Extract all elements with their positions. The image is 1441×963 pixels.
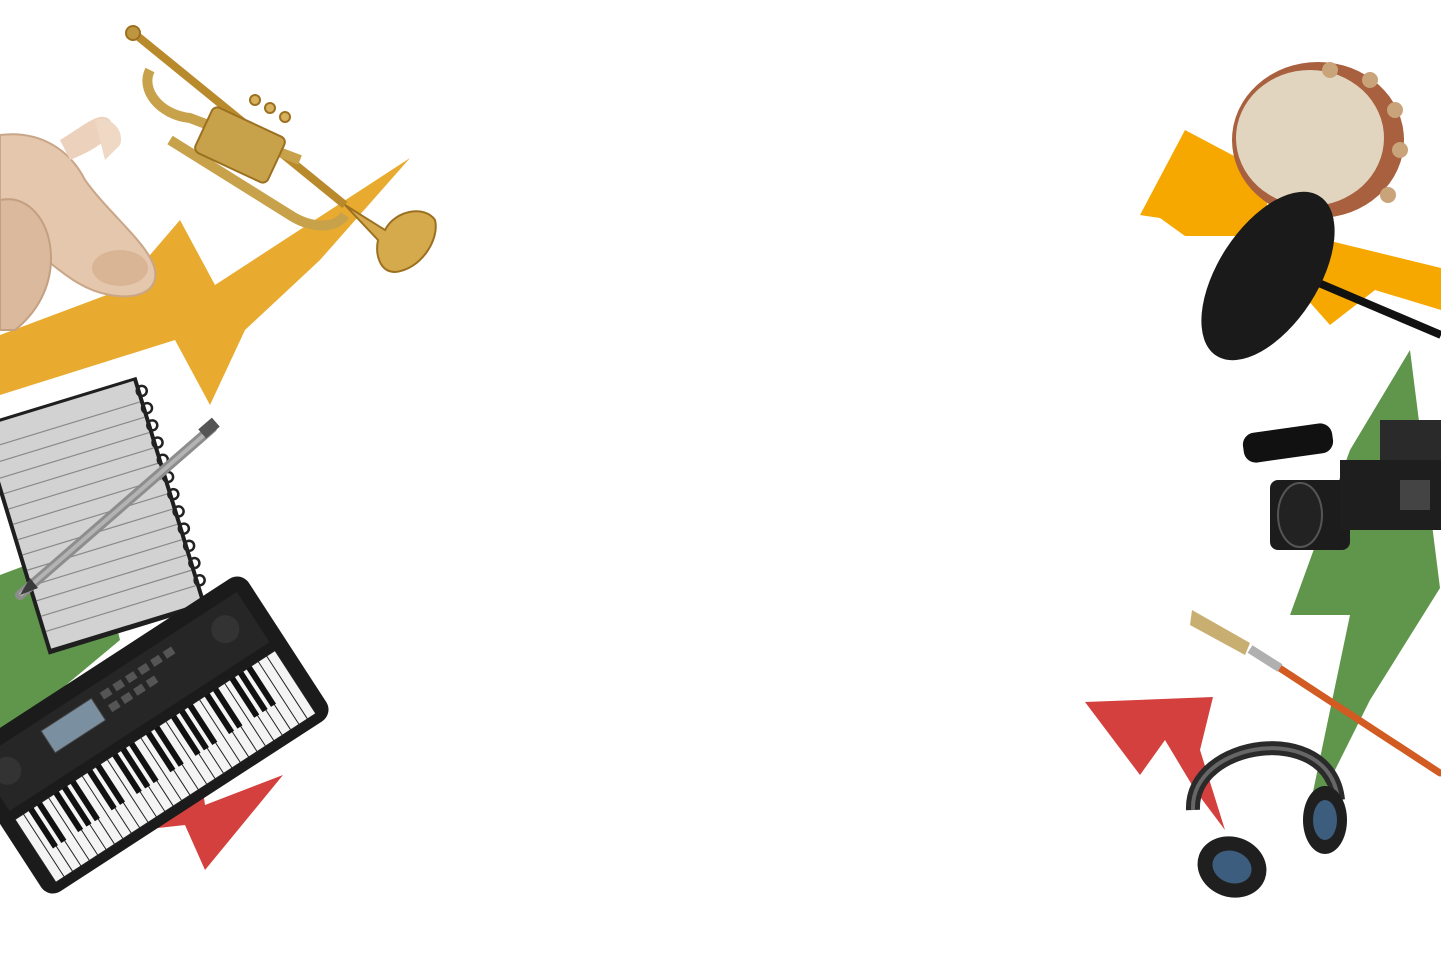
- paintbrush-icon: [1190, 610, 1441, 777]
- headphones-icon: [1185, 741, 1347, 898]
- red-zigzag-right: [1085, 697, 1225, 830]
- orange-zigzag-right: [1140, 130, 1441, 325]
- keyboard-icon: [0, 576, 329, 894]
- pencil-icon: [15, 417, 220, 600]
- orange-zigzag-left: [0, 158, 410, 405]
- video-camera-icon: [1242, 420, 1441, 550]
- trumpet-icon: [125, 25, 437, 274]
- tambourine-icon: [1232, 62, 1408, 218]
- ballet-shoes-icon: [0, 116, 157, 331]
- boom-microphone-icon: [1201, 191, 1441, 361]
